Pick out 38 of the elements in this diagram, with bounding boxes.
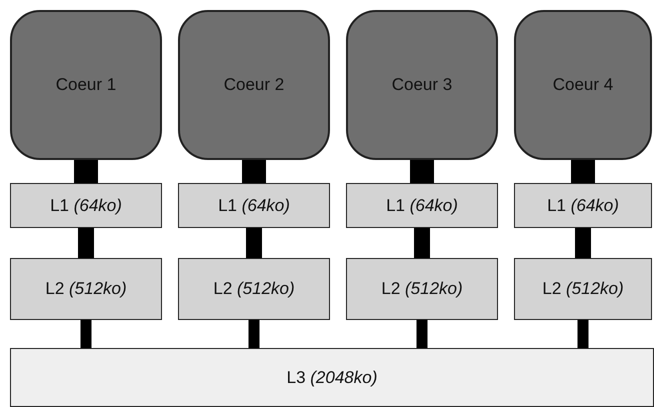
cache-label: L1 (64ko)	[50, 196, 122, 216]
connector-bar	[575, 228, 591, 258]
cache-label: L1 (64ko)	[386, 196, 458, 216]
core-box	[10, 10, 162, 160]
connector-bar	[78, 228, 94, 258]
core-label: Coeur 3	[392, 75, 452, 95]
connector-bar	[246, 228, 262, 258]
connector-bar	[74, 160, 98, 183]
connector-bar	[414, 228, 430, 258]
cache-box	[346, 258, 498, 320]
cache-box	[10, 348, 654, 407]
cache-label: L2 (512ko)	[381, 279, 463, 299]
core-label: Coeur 4	[552, 75, 614, 95]
cache-box	[346, 183, 498, 228]
core-box	[346, 10, 498, 160]
cache-label: L1 (64ko)	[218, 196, 290, 216]
cache-label: L2 (512ko)	[542, 279, 624, 299]
connector-bar	[410, 160, 434, 183]
connector-bar	[248, 320, 260, 348]
core-label: Coeur 2	[224, 75, 284, 95]
cache-label: L2 (512ko)	[213, 279, 295, 299]
cache-label: L3 (2048ko)	[286, 368, 378, 388]
cache-box	[10, 258, 162, 320]
cache-box	[178, 258, 330, 320]
core-box	[514, 10, 652, 160]
cache-box	[10, 183, 162, 228]
cache-label: L2 (512ko)	[45, 279, 127, 299]
cache-box	[178, 183, 330, 228]
connector-bar	[578, 320, 588, 348]
cache-label: L1 (64ko)	[547, 196, 619, 216]
connector-bar	[416, 320, 428, 348]
core-label: Coeur 1	[56, 75, 116, 95]
cache-box	[514, 258, 652, 320]
connector-bar	[242, 160, 266, 183]
connector-bar	[80, 320, 92, 348]
cache-box	[514, 183, 652, 228]
core-box	[178, 10, 330, 160]
connector-bar	[571, 160, 595, 183]
